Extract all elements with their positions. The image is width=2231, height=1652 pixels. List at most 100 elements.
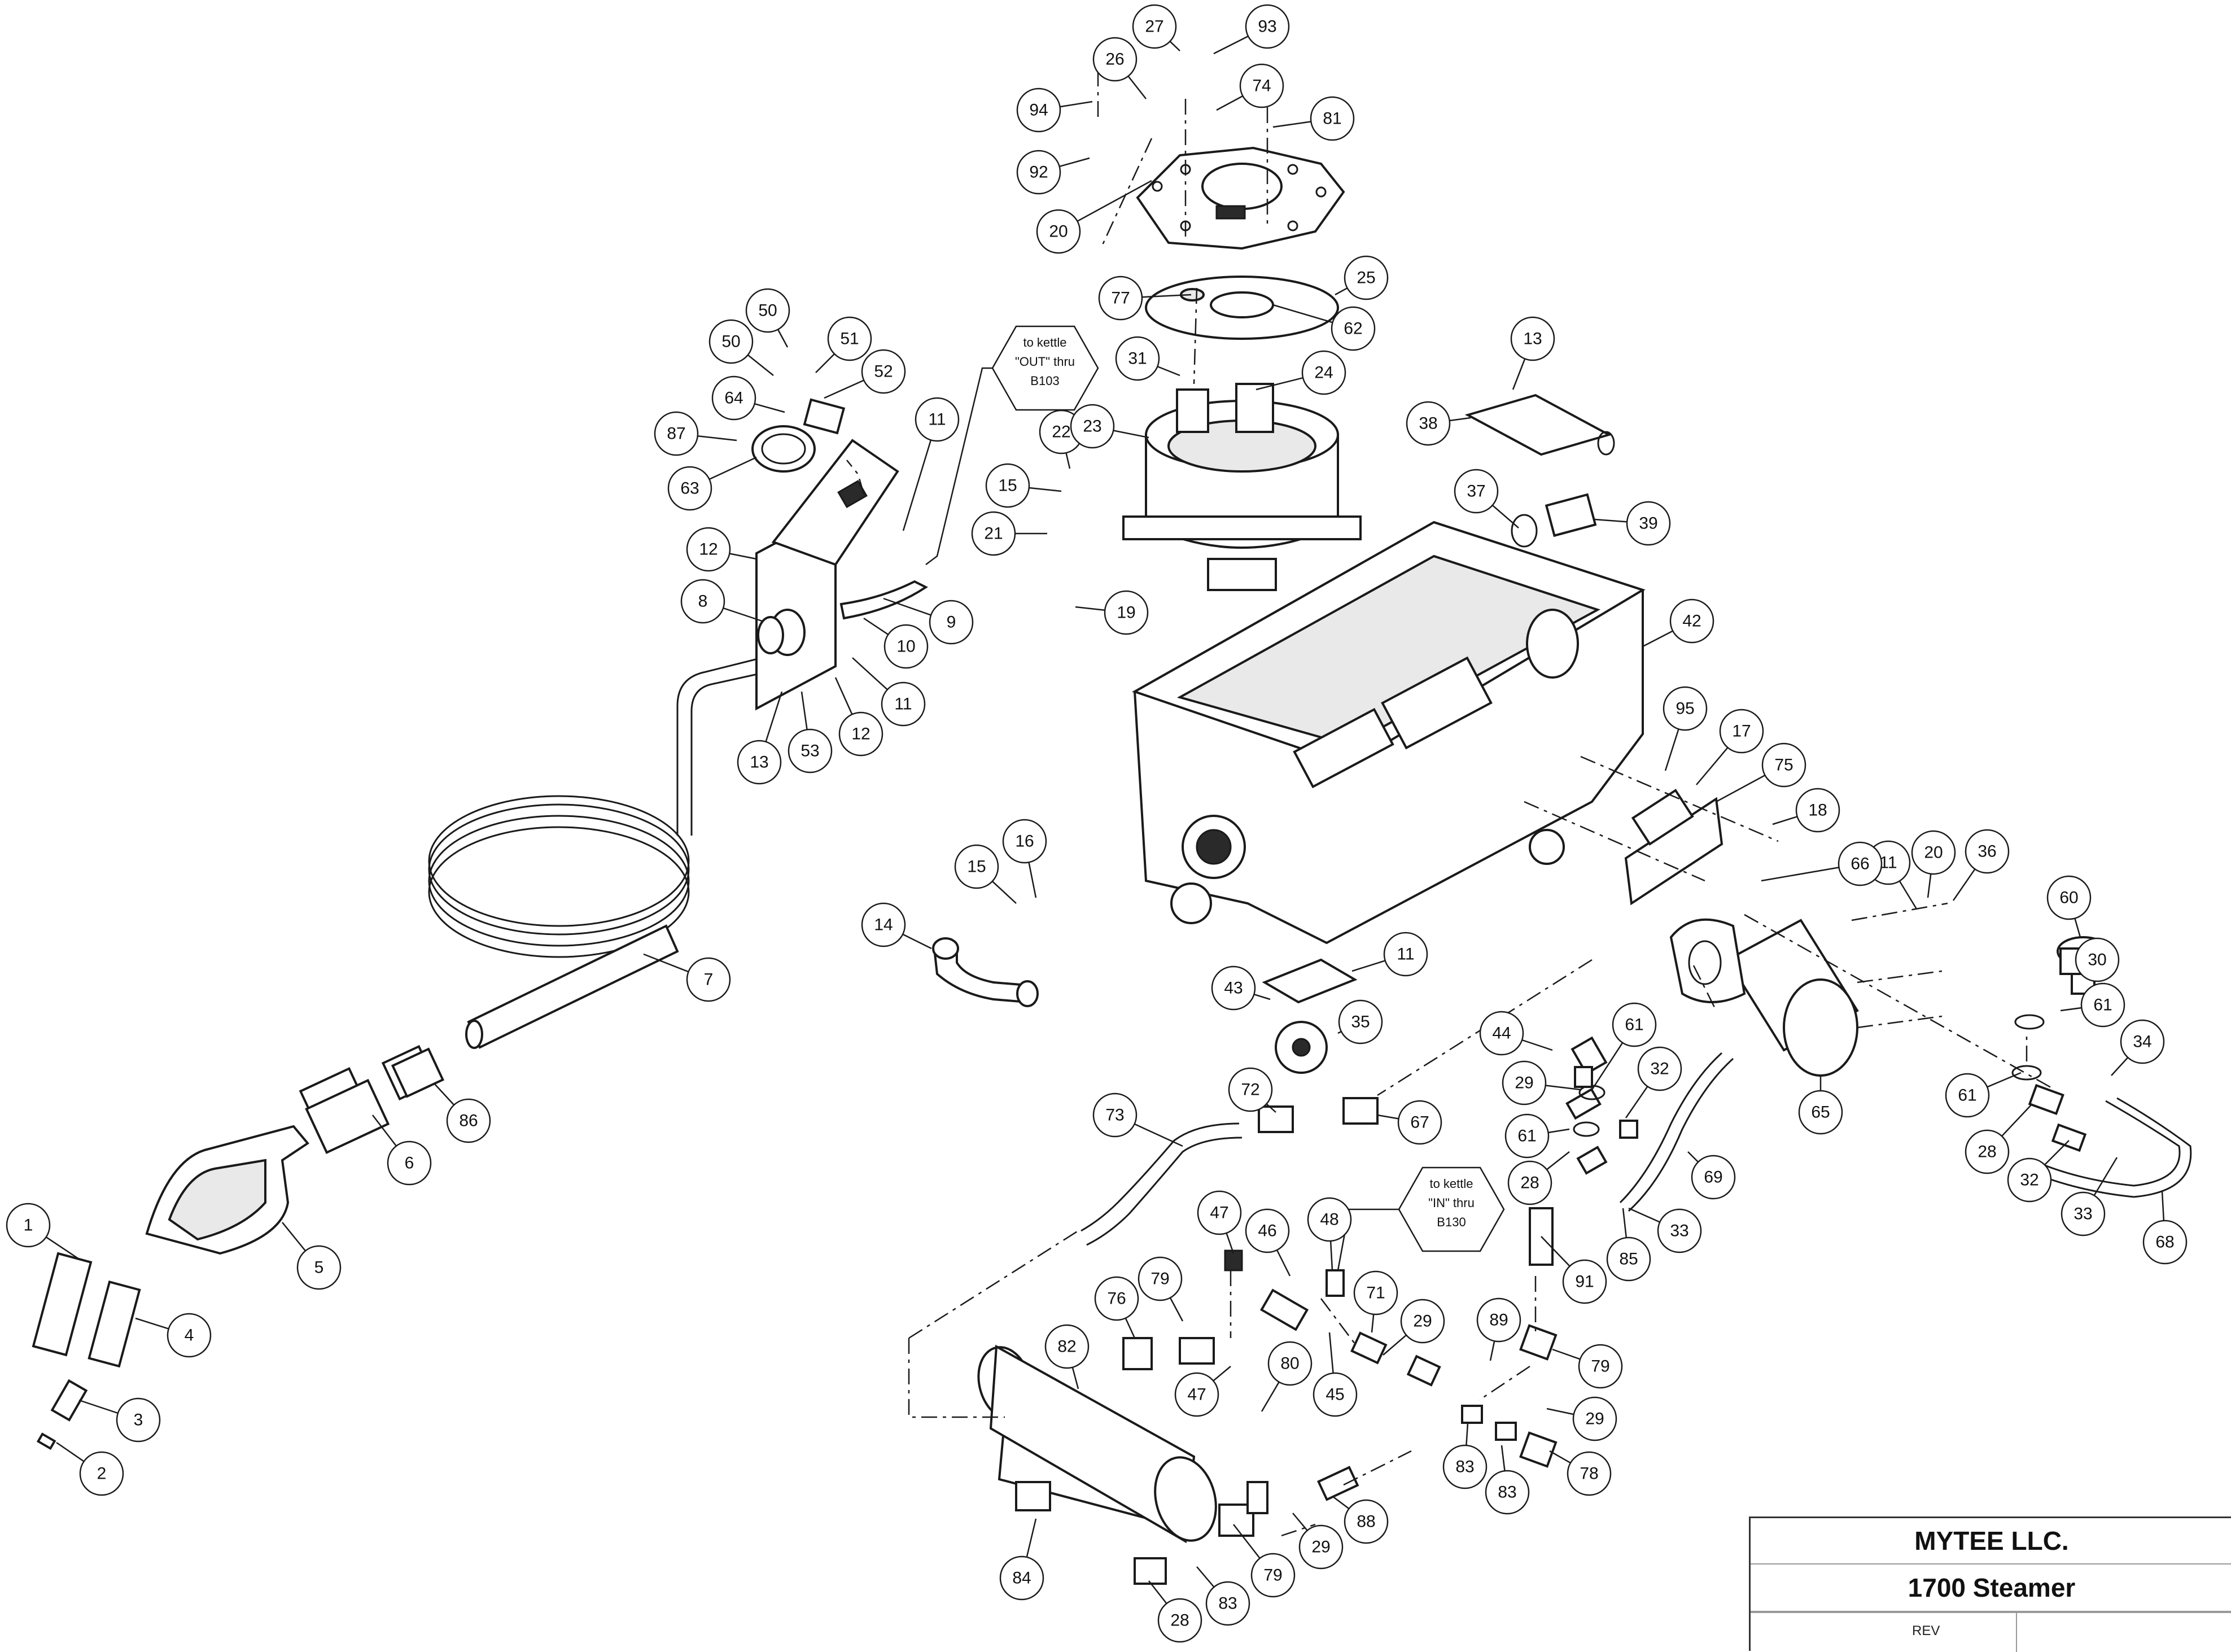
callout-number: 17 <box>1732 722 1751 741</box>
callout-number: 61 <box>1625 1016 1643 1034</box>
callout-leader <box>1489 1340 1495 1361</box>
callout-leader <box>723 607 763 622</box>
callout-leader <box>1266 1103 1276 1113</box>
callout-circle <box>1016 88 1061 133</box>
callout-circle <box>1572 1396 1617 1441</box>
note-out-line-1: to kettle <box>1023 335 1066 349</box>
callout-leader <box>1335 287 1348 296</box>
callout-circle <box>1454 469 1499 514</box>
callout-leader <box>1371 1314 1375 1333</box>
callout-leader <box>1113 430 1149 439</box>
part-callout-51: 51 <box>815 316 872 373</box>
callout-leader <box>1060 100 1093 108</box>
part-callout-60: 60 <box>2046 875 2092 938</box>
callout-number: 47 <box>1187 1386 1206 1404</box>
part-fitting-cluster <box>1122 1014 2087 1585</box>
callout-number: 27 <box>1145 18 1163 36</box>
part-callout-75: 75 <box>1716 742 1806 803</box>
callout-circle <box>999 1555 1044 1601</box>
callout-circle <box>1098 276 1143 321</box>
callout-circle <box>827 316 872 361</box>
part-callout-52: 52 <box>824 349 906 399</box>
callout-number: 72 <box>1241 1081 1259 1099</box>
callout-circle <box>929 600 974 645</box>
callout-circle <box>1092 37 1138 82</box>
callout-number: 31 <box>1128 349 1147 368</box>
callout-leader <box>2044 1140 2070 1165</box>
callout-circle <box>1205 1581 1250 1626</box>
callout-leader <box>1696 747 1729 785</box>
callout-circle <box>446 1098 491 1143</box>
callout-circle <box>788 728 833 773</box>
callout-number: 5 <box>314 1258 324 1277</box>
callout-number: 47 <box>1210 1204 1228 1222</box>
callout-circle <box>1719 709 1764 754</box>
part-callout-11: 11 <box>852 657 926 727</box>
callout-leader <box>1552 1348 1581 1360</box>
callout-number: 1 <box>24 1216 33 1235</box>
callout-circle <box>954 844 999 889</box>
callout-leader <box>1591 1042 1624 1090</box>
callout-number: 79 <box>1151 1270 1169 1288</box>
part-callout-82: 82 <box>1044 1324 1090 1389</box>
callout-number: 32 <box>1650 1060 1669 1078</box>
part-callout-2: 2 <box>56 1441 124 1496</box>
callout-number: 93 <box>1258 18 1276 36</box>
part-hose-68 <box>2029 1097 2192 1198</box>
callout-circle <box>1626 501 1671 546</box>
callout-number: 92 <box>1029 163 1048 182</box>
callout-number: 84 <box>1012 1569 1031 1588</box>
callout-leader <box>834 677 853 715</box>
callout-number: 60 <box>2059 889 2078 907</box>
callout-leader <box>2060 1007 2082 1012</box>
part-callout-32: 32 <box>1625 1046 1682 1118</box>
callout-leader <box>1065 452 1071 469</box>
callout-number: 79 <box>1591 1357 1609 1376</box>
callout-circle <box>1070 404 1115 449</box>
callout-circle <box>1132 4 1177 49</box>
part-callout-65: 65 <box>1798 1076 1843 1135</box>
callout-leader <box>1546 1408 1574 1415</box>
callout-circle <box>387 1140 432 1186</box>
revision-divider <box>2016 1613 2017 1652</box>
part-callout-72: 72 <box>1228 1067 1276 1113</box>
callout-leader <box>1761 867 1839 882</box>
callout-circle <box>1307 1197 1352 1242</box>
part-nozzle-sleeve <box>305 1047 445 1154</box>
callout-leader <box>1292 1513 1308 1531</box>
part-callout-20: 20 <box>1911 830 1956 898</box>
callout-number: 64 <box>724 389 743 408</box>
part-callout-27: 27 <box>1132 4 1180 51</box>
callout-circle <box>1476 1297 1521 1343</box>
callout-leader <box>1196 1566 1215 1588</box>
part-handle <box>932 937 1039 1007</box>
callout-leader <box>1772 816 1798 825</box>
note-in-line-1: to kettle <box>1429 1177 1473 1191</box>
callout-leader <box>135 1317 169 1330</box>
callout-circle <box>915 397 960 442</box>
part-callout-47: 47 <box>1174 1366 1231 1417</box>
part-callout-42: 42 <box>1642 598 1714 648</box>
callout-circle <box>1911 830 1956 875</box>
callout-circle <box>1567 1451 1612 1496</box>
callout-circle <box>1795 788 1840 833</box>
callout-number: 24 <box>1314 364 1333 382</box>
callout-number: 52 <box>874 362 893 381</box>
part-callout-31: 31 <box>1115 336 1180 381</box>
callout-number: 19 <box>1117 604 1135 622</box>
part-callout-76: 76 <box>1094 1276 1139 1339</box>
callout-leader <box>1059 157 1090 168</box>
callout-leader <box>1987 1072 2022 1088</box>
part-bulkhead-fitting <box>1511 493 1597 548</box>
callout-number: 88 <box>1357 1513 1375 1531</box>
callout-number: 48 <box>1320 1210 1338 1229</box>
part-callout-36: 36 <box>1952 829 2010 901</box>
callout-leader <box>863 617 889 635</box>
part-callout-79: 79 <box>1233 1524 1296 1598</box>
part-callout-80: 80 <box>1261 1341 1313 1412</box>
callout-leader <box>824 379 864 399</box>
callout-leader <box>1134 1123 1183 1147</box>
part-hose-73 <box>1080 1122 1243 1246</box>
callout-leader <box>1521 1039 1553 1051</box>
callout-number: 13 <box>1523 330 1542 348</box>
